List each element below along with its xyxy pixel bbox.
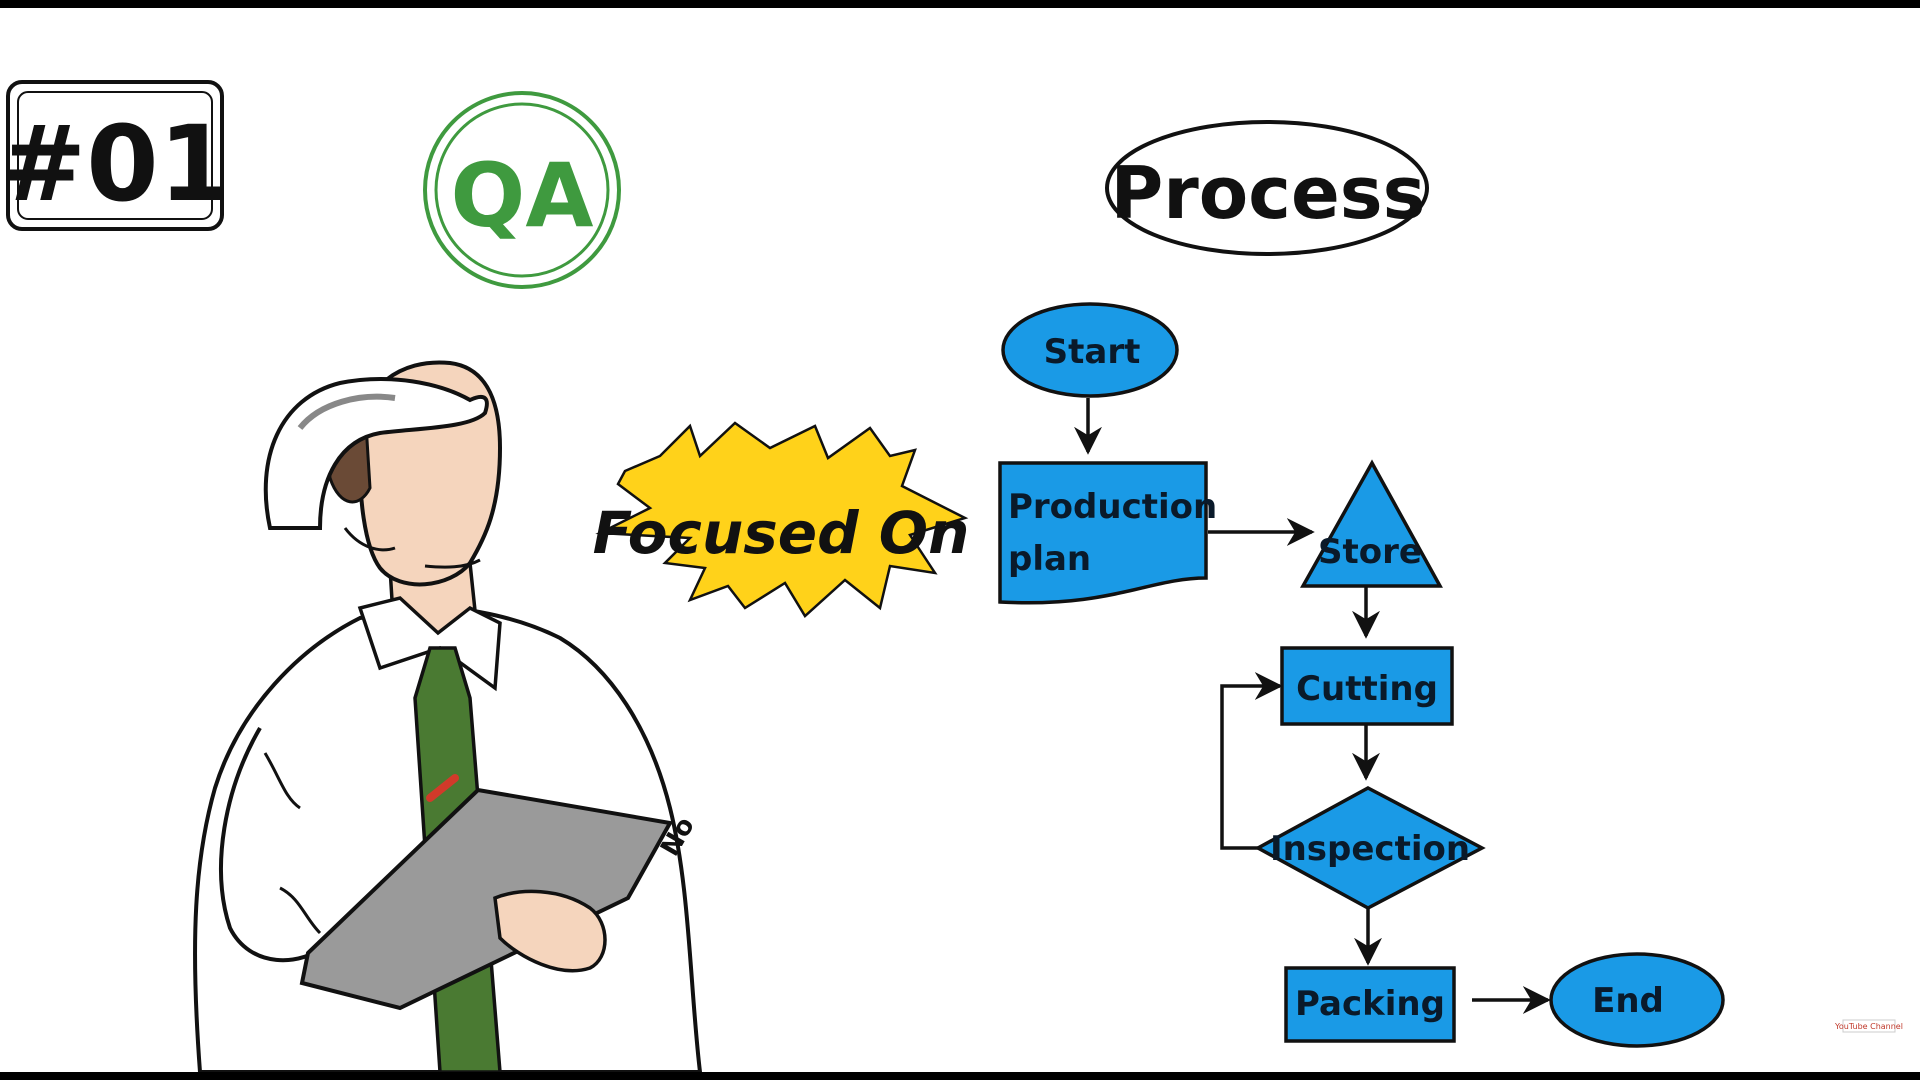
start-label: Start [1044,332,1141,372]
process-heading: Process [1105,120,1429,256]
flow-cutting: Cutting [1280,646,1454,726]
qa-label: QA [451,144,594,247]
scene-svg: #01 QA Process Focused On Start Producti… [0,80,1903,1072]
focused-on-label: Focused On [593,499,970,567]
process-label: Process [1111,151,1426,235]
left-sleeve [219,726,332,963]
packing-label: Packing [1295,984,1445,1024]
end-label: End [1592,981,1664,1021]
inspection-label: Inspection [1270,829,1470,869]
episode-number: #01 [0,103,231,225]
arrow-inspection-loop [1220,672,1283,850]
store-label: Store [1318,532,1422,572]
hard-hat-icon [263,377,489,530]
hand [493,889,607,973]
flow-arrows [1074,398,1551,1014]
watermark-label: YouTube Channel [1834,1022,1903,1031]
production-plan-line2: plan [1008,539,1091,579]
episode-badge: #01 [0,80,231,231]
pencil-icon [426,774,459,802]
engineer-illustration: No [193,360,703,1072]
flow-start: Start [1001,302,1179,398]
collar [357,596,502,692]
qa-stamp: QA [423,91,621,289]
flow-store: Store [1300,459,1443,588]
production-plan-line1: Production [1008,487,1217,527]
diagram-canvas: #01 QA Process Focused On Start Producti… [0,8,1920,1072]
flow-packing: Packing [1284,966,1456,1043]
focused-on-burst: Focused On [593,421,970,618]
flow-production-plan: Production plan [998,461,1217,605]
flow-end: End [1549,952,1725,1048]
channel-watermark: YouTube Channel [1834,1019,1903,1033]
cutting-label: Cutting [1296,669,1438,709]
flow-inspection: Inspection [1254,786,1486,910]
